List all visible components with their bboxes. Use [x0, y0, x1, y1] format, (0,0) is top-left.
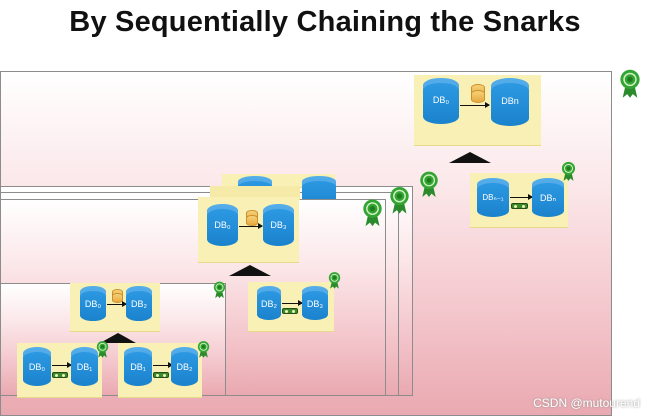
- database-level2-right: DB₂: [126, 286, 152, 321]
- arrow-icon: [510, 194, 533, 200]
- arrow-icon: [107, 301, 127, 307]
- snark-proof-box-top: DBₙ₋₁ DBₙ: [470, 173, 568, 228]
- verified-badge-icon: [419, 170, 439, 199]
- snark-proof-box-level-2: DB₂ DB₃: [248, 282, 334, 332]
- snark-proof-box-level-1a: DB₀ DB₁: [17, 343, 102, 398]
- verified-badge-icon: [362, 198, 383, 228]
- verified-badge-icon: [197, 340, 210, 359]
- watermark: CSDN @mutourend: [533, 396, 640, 410]
- aggregation-triangle-icon: [229, 265, 271, 276]
- database-top-right: DBn: [491, 78, 529, 126]
- snark-proof-icon: [282, 308, 298, 314]
- database-top-left: DB₀: [423, 78, 459, 124]
- verified-badge-icon: [389, 185, 410, 216]
- database-level2-left: DB₀: [80, 286, 106, 321]
- database-level3-right: DB₃: [263, 204, 294, 246]
- arrow-icon: [52, 362, 72, 368]
- proof-box-level-3: DB₀ DB₃: [198, 197, 299, 263]
- coin-icon: [112, 293, 123, 303]
- database-level2-snark-left: DB₂: [257, 286, 281, 320]
- verified-badge-icon: [561, 161, 576, 182]
- database-top-snark-left: DBₙ₋₁: [477, 178, 509, 217]
- snark-proof-icon: [52, 372, 68, 378]
- snark-proof-icon: [153, 372, 169, 378]
- proof-box-level-2: DB₀ DB₂: [70, 283, 160, 332]
- verified-badge-icon: [96, 340, 109, 359]
- database-level1b-right: DB₂: [171, 347, 198, 386]
- arrow-icon: [282, 300, 303, 306]
- aggregation-triangle-icon: [100, 333, 136, 343]
- arrow-icon: [153, 362, 173, 368]
- verified-badge-icon: [619, 68, 641, 100]
- verified-badge-icon: [328, 271, 341, 290]
- database-level1b-left: DB₁: [124, 347, 152, 386]
- snark-proof-icon: [511, 203, 528, 209]
- database-level2-snark-right: DB₃: [302, 286, 328, 320]
- database-level1a-left: DB₀: [23, 347, 51, 386]
- proof-box-top: DB₀ DBn: [414, 75, 541, 146]
- aggregation-triangle-icon: [449, 152, 491, 163]
- coin-icon: [246, 215, 258, 226]
- database-level3-left: DB₀: [207, 204, 238, 246]
- database-top-snark-right: DBₙ: [532, 178, 564, 217]
- database-level1a-right: DB₁: [71, 347, 98, 386]
- verified-badge-icon: [213, 281, 226, 299]
- arrow-icon: [460, 102, 490, 108]
- snark-proof-box-level-1b: DB₁ DB₂: [118, 343, 202, 398]
- arrow-icon: [239, 223, 263, 229]
- page-title: By Sequentially Chaining the Snarks: [69, 6, 581, 38]
- coin-icon: [471, 90, 485, 103]
